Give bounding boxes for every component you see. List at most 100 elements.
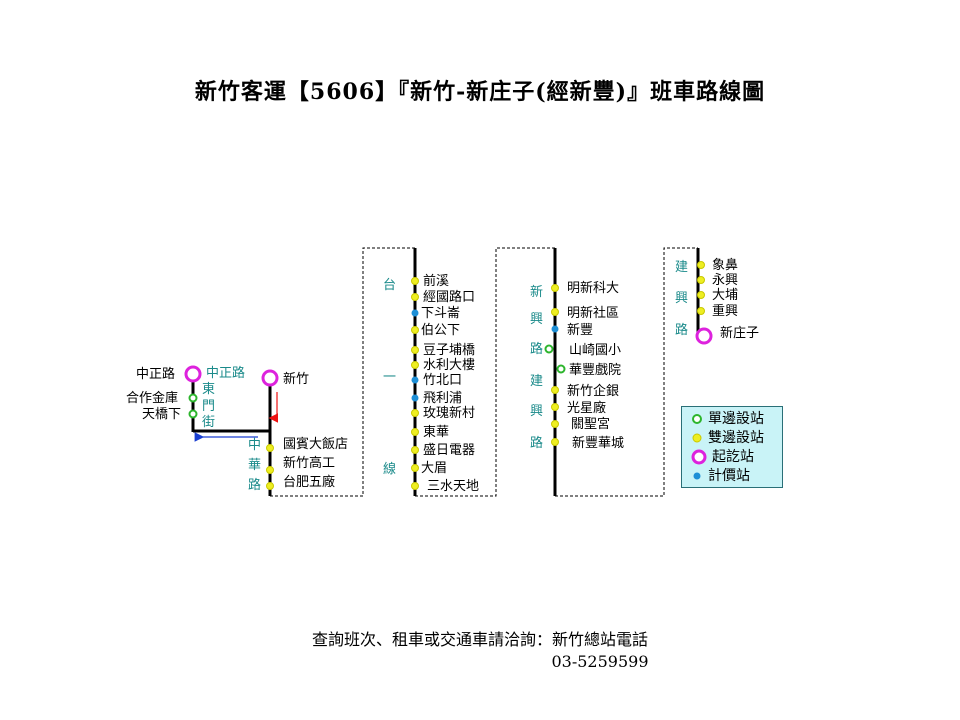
road-label-taiyi-1: 台 [383,278,396,293]
road-label-dongmen-2: 門 [202,399,215,414]
stops-seg3: 前溪 經國路口 下斗崙 伯公下 豆子埔橋 水利大樓 竹北口 飛利浦 玫瑰新村 東… [411,273,479,494]
road-label-xinxing-3: 路 [530,341,543,357]
road-label-xinxing-2: 興 [530,312,543,327]
fare-stop-marker [551,325,559,333]
double-side-stop-marker [697,276,705,284]
stop-label: 國賓大飯店 [283,436,348,452]
page-title: 新竹客運【5606】『新竹-新庄子(經新豐)』班車路線圖 [194,79,766,105]
terminal-stop-icon [691,449,707,465]
stop-label: 華豐戲院 [569,363,621,378]
double-side-stop-marker [266,482,274,490]
fare-stop-icon [693,472,701,480]
stop-label: 伯公下 [421,323,460,338]
legend-item-double: 雙邊設站 [690,429,764,447]
legend-item-fare: 計價站 [690,467,750,485]
terminal-stop-marker [261,369,279,387]
road-label-jianxing2-1: 建 [675,260,688,275]
road-label-xinxing-1: 新 [530,284,543,300]
single-side-stop-marker [556,364,566,374]
legend-label: 雙邊設站 [708,430,764,446]
road-label-zhonghua-2: 華 [248,458,261,473]
stop-label: 關聖宮 [571,416,610,432]
stop-label: 竹北口 [423,373,462,388]
stops-seg1: 中正路 合作金庫 天橋下 [126,365,202,422]
double-side-stop-marker [266,466,274,474]
stop-label: 合作金庫 [126,390,178,406]
double-side-stop-marker [551,403,559,411]
stop-label: 明新社區 [567,305,619,321]
road-label-taiyi-3: 線 [383,461,396,477]
double-side-stop-marker [551,438,559,446]
stop-label: 新庄子 [720,325,759,341]
single-side-stop-marker [188,393,198,403]
double-side-stop-marker [411,464,419,472]
double-side-stop-marker [551,386,559,394]
stop-label: 台肥五廠 [283,474,335,490]
double-side-stop-marker [411,277,419,285]
stop-label: 新竹企銀 [567,383,619,399]
road-label-zhonghua-3: 路 [248,477,261,493]
stop-label: 象鼻 [712,257,738,273]
stop-label: 中正路 [136,366,175,382]
stop-label: 永興 [712,273,738,288]
stops-seg2: 新竹 國賓大飯店 新竹高工 台肥五廠 [261,369,348,490]
stop-label: 豆子埔橋 [423,343,475,358]
legend-item-single: 單邊設站 [690,410,764,428]
road-label-jianxing-2: 興 [530,404,543,419]
double-side-stop-marker [551,284,559,292]
double-side-stop-marker [697,307,705,315]
connector-4-5 [555,247,698,497]
stop-label: 盛日電器 [423,443,475,458]
road-label-jianxing2-2: 興 [675,291,688,306]
legend-label: 起訖站 [712,449,754,465]
double-side-stop-marker [411,409,419,417]
double-side-stop-marker [411,482,419,490]
double-side-stop-marker [411,346,419,354]
stop-label: 飛利浦 [423,391,462,406]
stop-label: 重興 [712,303,738,319]
stop-label: 新豐 [567,322,593,338]
legend-label: 單邊設站 [708,411,764,427]
legend-label: 計價站 [708,468,750,484]
road-label-dongmen-1: 東 [202,381,215,397]
road-label-jianxing-1: 建 [530,374,543,389]
stop-label: 大埔 [712,288,738,303]
road-label-zhongzheng: 中正路 [206,365,245,381]
stop-label: 下斗崙 [421,306,460,321]
road-labels: 中正路 東 門 街 中 華 路 台 一 線 新 興 路 建 興 路 建 興 路 [202,260,688,493]
stop-label: 三水天地 [427,479,479,494]
stop-label: 東華 [423,424,449,440]
route-lines [191,248,700,496]
single-side-stop-marker [188,409,198,419]
double-side-stop-marker [411,446,419,454]
road-label-jianxing-3: 路 [530,435,543,451]
stop-label: 新竹 [283,371,309,387]
footer-phone: 03-5259599 [551,652,649,671]
double-side-stop-marker [411,293,419,301]
connector-3-4 [415,247,555,497]
double-side-stop-marker [266,444,274,452]
road-label-taiyi-2: 一 [383,370,396,385]
dashed-connectors [270,247,698,497]
terminal-stop-marker [695,327,713,345]
road-label-zhonghua-1: 中 [248,438,261,453]
single-side-stop-icon [692,414,702,424]
double-side-stop-marker [551,308,559,316]
legend: 單邊設站 雙邊設站 起訖站 計價站 [681,406,783,488]
fare-stop-marker [411,394,419,402]
stop-label: 天橋下 [142,407,181,422]
stop-label: 新豐華城 [572,435,624,451]
single-side-stop-marker [544,344,554,354]
fare-stop-marker [411,376,419,384]
fare-stop-marker [411,309,419,317]
double-side-stop-marker [411,428,419,436]
stop-label: 山崎國小 [569,343,621,358]
road-label-dongmen-3: 街 [202,415,215,430]
double-side-stop-marker [697,261,705,269]
terminal-stop-marker [184,365,202,383]
stop-label: 水利大樓 [423,358,475,373]
stop-label: 大眉 [421,461,447,476]
double-side-stop-marker [551,420,559,428]
stop-label: 玫瑰新村 [423,405,475,421]
